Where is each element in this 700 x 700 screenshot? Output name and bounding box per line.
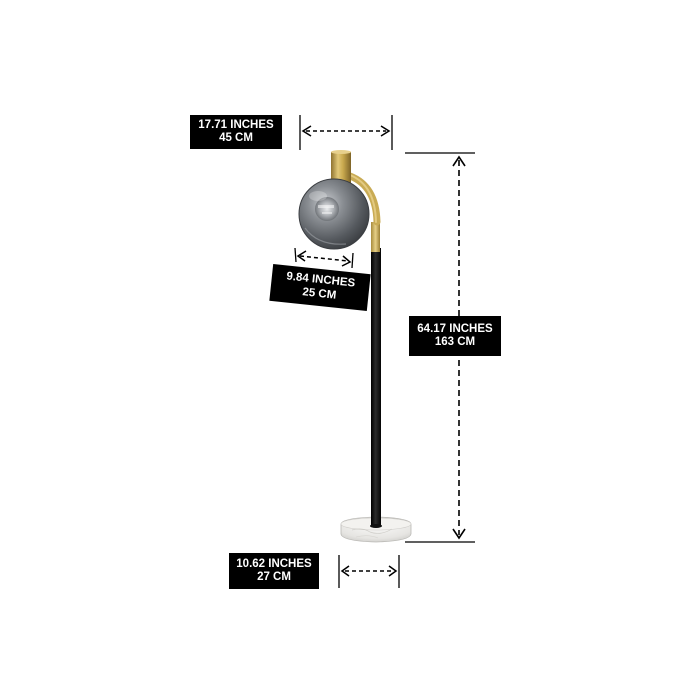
total-height-label: 64.17 INCHES 163 CM [409, 316, 501, 356]
lamp-width-inches: 17.71 INCHES [198, 118, 274, 131]
lamp-width-cm: 45 CM [219, 132, 253, 144]
base-diameter-inches: 10.62 INCHES [236, 557, 312, 570]
base-diameter-label: 10.62 INCHES 27 CM [229, 553, 319, 589]
height-dimension-line [405, 152, 475, 543]
total-height-inches: 64.17 INCHES [417, 322, 493, 335]
base-diameter-cm: 27 CM [257, 571, 291, 583]
lamp-pole [370, 248, 382, 528]
globe-diameter-cm: 25 CM [301, 285, 337, 302]
total-height-cm: 163 CM [434, 336, 476, 348]
globe-dimension-line [294, 247, 354, 269]
base-dimension-line [338, 555, 400, 588]
smoked-glass-globe [298, 178, 370, 250]
width-dimension-line [299, 115, 393, 150]
lamp-width-label: 17.71 INCHES 45 CM [190, 115, 282, 149]
brass-arm [346, 172, 381, 252]
